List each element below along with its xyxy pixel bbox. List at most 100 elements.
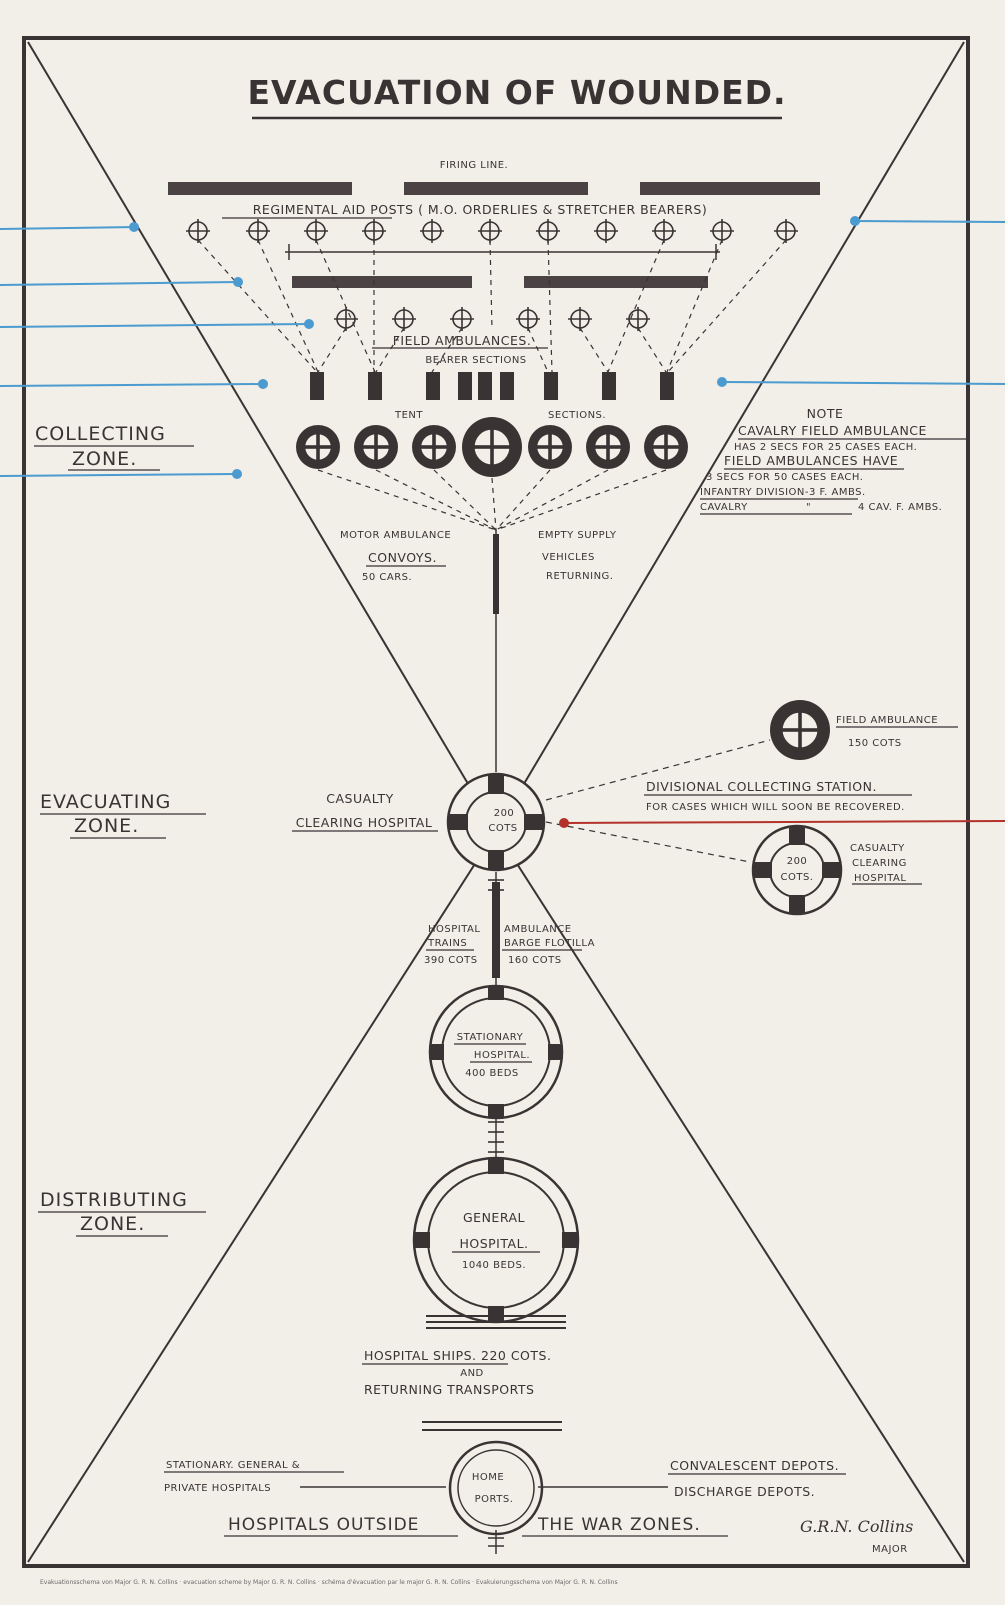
support-line-bar-1	[292, 276, 472, 288]
side-casualty-clearing-hospital	[751, 824, 843, 916]
diagonal-right-lower	[495, 830, 965, 1563]
dashed-connector-17	[375, 469, 497, 531]
stationary-ring-block-right	[548, 1044, 562, 1060]
general-hospital-l2: HOSPITAL.	[459, 1236, 528, 1251]
bearer-section-blocks	[310, 372, 674, 400]
dash-to-side-fa	[545, 739, 771, 801]
general-ring-block-bottom	[488, 1306, 504, 1322]
general-ring-block-top	[488, 1158, 504, 1174]
bearer-block-1	[310, 372, 324, 400]
side-cch-ring-block-top	[789, 826, 805, 845]
tent-wheel-4-spoke-h	[473, 445, 511, 449]
cch-cots-1: 200	[494, 808, 515, 819]
hospital-ships-l1: HOSPITAL SHIPS. 220 COTS.	[364, 1348, 551, 1363]
side-field-ambulance-l1: FIELD AMBULANCE	[836, 715, 938, 726]
rail-link-ticks	[488, 879, 504, 1153]
pointer-dot-2	[233, 277, 243, 287]
distributing-zone-label-2: ZONE.	[80, 1213, 145, 1235]
dashed-connector-12	[431, 327, 463, 373]
signature: G.R.N. Collins	[800, 1517, 913, 1536]
side-field-ambulance-l2: 150 COTS	[848, 738, 902, 749]
signature-rank: MAJOR	[872, 1544, 908, 1555]
ambulance-barge-l3: 160 COTS	[508, 955, 562, 966]
diagonal-right-upper	[495, 41, 965, 832]
side-field-ambulance-wheel	[770, 700, 830, 760]
collecting-zone-label-1: COLLECTING	[35, 423, 166, 445]
convoy-bar	[493, 534, 499, 614]
diagram-title: EVACUATION OF WOUNDED.	[247, 73, 786, 112]
pointer-line-3	[0, 323, 310, 328]
firing-line-bar-3	[640, 182, 820, 195]
stationary-hospital	[428, 984, 564, 1120]
bearer-block-5	[478, 372, 492, 400]
dashed-connector-13	[527, 327, 549, 373]
hospital-trains-l3: 390 COTS	[424, 955, 478, 966]
general-ring-block-left	[414, 1232, 430, 1248]
regimental-aid-posts-label: REGIMENTAL AID POSTS ( M.O. ORDERLIES & …	[253, 202, 707, 217]
outer-frame	[22, 36, 970, 1568]
dashed-connector-3	[315, 239, 376, 373]
side-cch-cots-1: 200	[787, 856, 808, 867]
hospital-trains-l2: TRAINS	[427, 938, 467, 949]
ambulance-barge-l2: BARGE FLOTILLA	[504, 938, 595, 949]
general-hospital-l3: 1040 BEDS.	[462, 1260, 526, 1271]
tent-wheel-5-spoke-h	[536, 445, 564, 449]
stationary-ring-block-bottom	[488, 1104, 504, 1118]
dashed-connector-6	[607, 239, 665, 373]
home-ports-l1: HOME	[472, 1472, 504, 1483]
hospital-trains-l1: HOSPITAL	[428, 924, 480, 935]
dashed-connector-14	[579, 327, 609, 373]
pointer-dot-4	[258, 379, 268, 389]
empty-supply-l1: EMPTY SUPPLY	[538, 530, 617, 541]
general-hospital	[412, 1156, 580, 1324]
cch-label-1: CASUALTY	[326, 791, 393, 806]
left-bottom-l2: PRIVATE HOSPITALS	[164, 1483, 271, 1494]
cch-ring-inner	[465, 791, 527, 853]
collecting-zone-label-2: ZONE.	[72, 448, 137, 470]
dashed-connector-15	[637, 327, 667, 373]
pointer-dot-red	[559, 818, 569, 828]
hospital-ships-l3: RETURNING TRANSPORTS	[364, 1382, 534, 1397]
home-ports-inner	[457, 1449, 535, 1527]
side-cch-l1: CASUALTY	[850, 843, 905, 854]
stationary-ring-block-left	[430, 1044, 444, 1060]
dashed-connector-2	[257, 239, 319, 373]
note-line-1: CAVALRY FIELD AMBULANCE	[738, 423, 927, 438]
note-line-5: INFANTRY DIVISION-3 F. AMBS.	[700, 487, 866, 498]
side-cch-ring-inner	[769, 842, 825, 898]
pointer-dot-6	[850, 216, 860, 226]
bottom-left-big: HOSPITALS OUTSIDE	[228, 1515, 419, 1535]
bearer-block-8	[602, 372, 616, 400]
tent-section-wheels	[296, 417, 688, 477]
empty-supply-l2: VEHICLES	[542, 552, 595, 563]
cch-ring-block-bottom	[488, 850, 504, 870]
home-ports-outer	[448, 1440, 544, 1536]
side-cch-l3: HOSPITAL	[854, 873, 906, 884]
diagonal-left-upper	[27, 41, 497, 832]
dash-to-side-cch	[545, 821, 751, 863]
note-heading: NOTE	[807, 406, 844, 421]
pointer-dot-7	[717, 377, 727, 387]
ambulance-barge-l1: AMBULANCE	[504, 924, 572, 935]
pointer-dot-5	[232, 469, 242, 479]
firing-line-bar-1	[168, 182, 352, 195]
field-ambulances-label: FIELD AMBULANCES.	[393, 333, 532, 348]
support-line-bar-2	[524, 276, 708, 288]
pointer-line-7	[721, 381, 1005, 385]
dashed-connector-18	[433, 469, 497, 531]
right-bottom-l1: CONVALESCENT DEPOTS.	[670, 1458, 839, 1473]
evacuating-zone-label-2: ZONE.	[74, 815, 139, 837]
pointer-line-5	[0, 473, 238, 477]
note-line-2: HAS 2 SECS FOR 25 CASES EACH.	[734, 442, 917, 453]
left-bottom-l1: STATIONARY. GENERAL &	[166, 1460, 300, 1471]
cch-ring-block-top	[488, 774, 504, 794]
note-line-6b: "	[806, 502, 811, 513]
cch-label-2: CLEARING HOSPITAL	[296, 815, 433, 830]
general-hospital-l1: GENERAL	[463, 1210, 525, 1225]
home-ports-ring	[448, 1440, 544, 1536]
general-ring-block-right	[562, 1232, 578, 1248]
note-line-4: 3 SECS FOR 50 CASES EACH.	[706, 472, 863, 483]
tent-label: TENT	[394, 410, 423, 421]
side-fa-wheel-spoke-h	[781, 728, 819, 732]
